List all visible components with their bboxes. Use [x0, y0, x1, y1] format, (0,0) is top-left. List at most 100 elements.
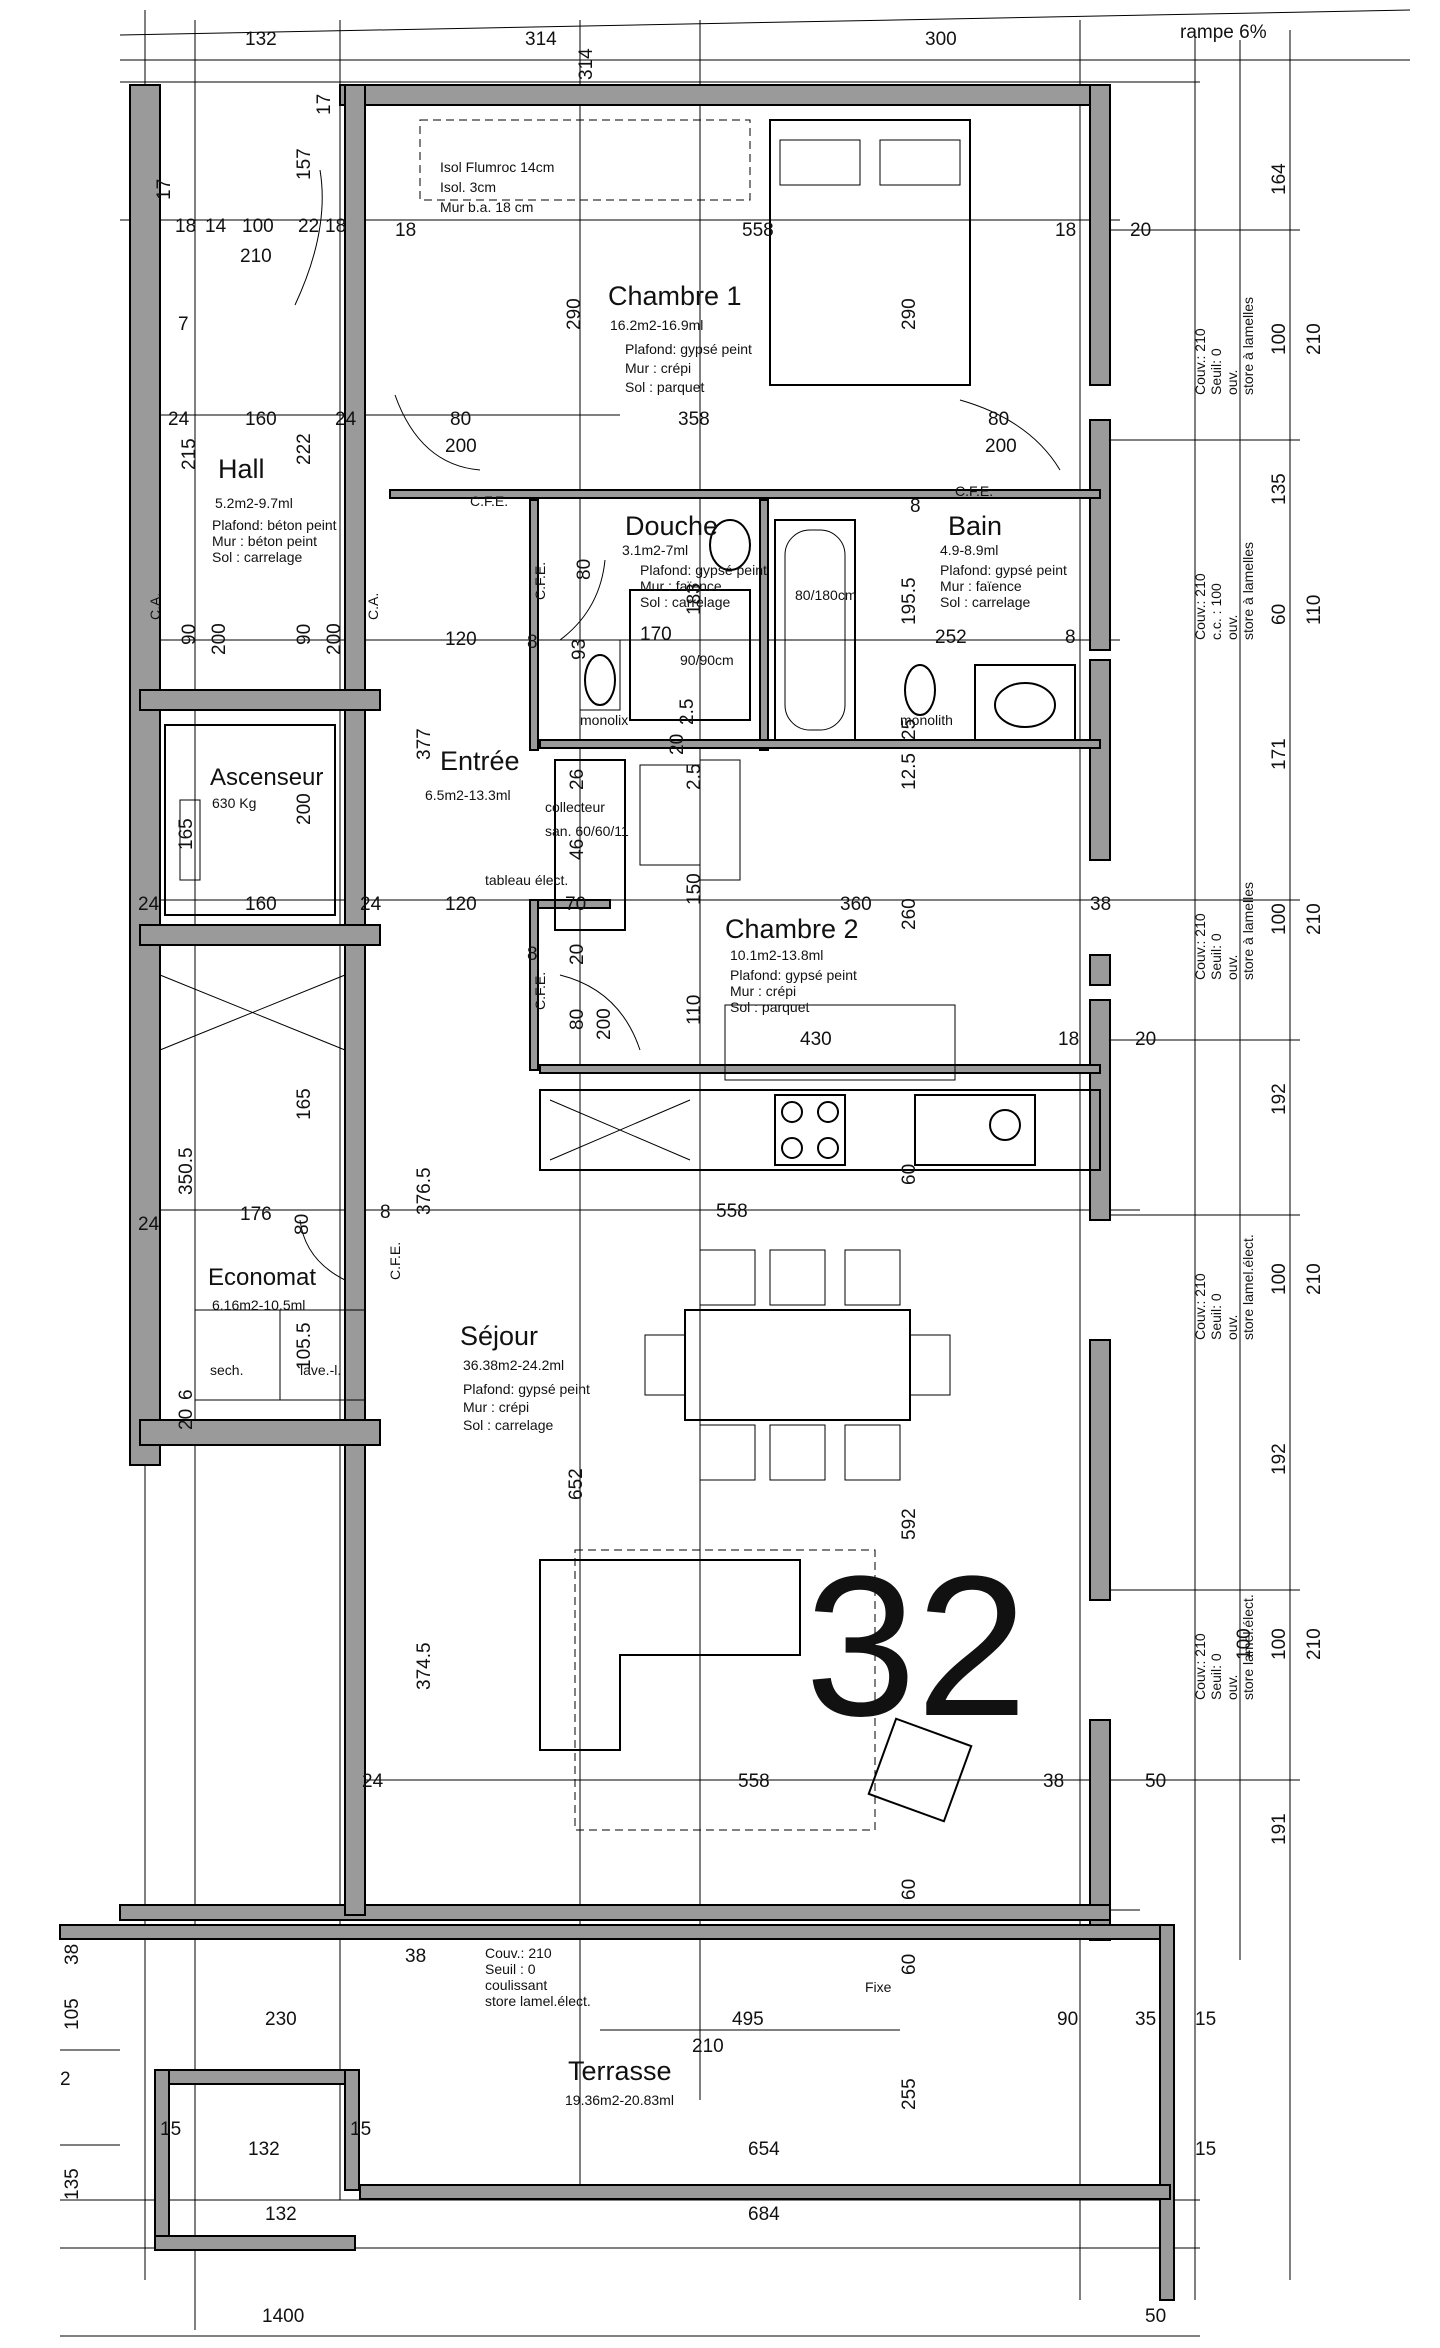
furniture: [159, 119, 1101, 1906]
kitchen-sink: [914, 1094, 1036, 1166]
room-terrasse: Terrasse 19.36m2-20.83ml: [565, 2056, 674, 2108]
svg-text:195.5: 195.5: [899, 577, 920, 625]
svg-text:24: 24: [138, 894, 160, 915]
wc1-label: monolix: [580, 712, 628, 728]
room-bain: Bain 4.9-8.9ml Plafond: gypsé peint Mur …: [940, 511, 1067, 610]
room-name: Chambre 2: [725, 914, 859, 944]
dims-hall: 18 14 100 22 18 210 17 157 215 222 24 16…: [154, 94, 477, 655]
window-note-3: Couv.: 210 Seuil: 0 ouv. store à lamelle…: [1192, 882, 1256, 980]
room-line: Plafond: gypsé peint: [463, 1381, 590, 1397]
svg-text:200: 200: [324, 623, 345, 655]
room-area: 6.5m2-13.3ml: [425, 787, 511, 803]
svg-text:24: 24: [138, 1214, 160, 1235]
svg-text:430: 430: [800, 1029, 832, 1050]
svg-text:100: 100: [242, 216, 274, 237]
svg-text:24: 24: [335, 409, 357, 430]
svg-text:store lamel.élect.: store lamel.élect.: [485, 1993, 591, 2009]
room-line: Mur : faïence: [640, 578, 722, 594]
svg-text:120: 120: [445, 629, 477, 650]
sech-label: sech.: [210, 1362, 243, 1378]
svg-text:100: 100: [1234, 1628, 1255, 1660]
dims-ascenseur: 200 165 160 24 24: [138, 793, 382, 915]
svg-text:120: 120: [445, 894, 477, 915]
room-line: Sol : carrelage: [463, 1417, 553, 1433]
svg-text:105.5: 105.5: [294, 1322, 315, 1370]
svg-text:18: 18: [1058, 1029, 1079, 1050]
elevator-cabin: [164, 724, 336, 916]
svg-text:290: 290: [899, 298, 920, 330]
bathtub: [774, 519, 856, 741]
svg-text:374.5: 374.5: [414, 1642, 435, 1690]
svg-text:22: 22: [298, 216, 319, 237]
svg-text:8: 8: [380, 1202, 391, 1223]
svg-text:215: 215: [179, 438, 200, 470]
dims-chambre1: 558 290 290 358 80 200 80 200 18 18 20: [395, 220, 1151, 457]
svg-text:60: 60: [899, 1879, 920, 1900]
svg-text:38: 38: [1043, 1771, 1064, 1792]
svg-text:558: 558: [716, 1201, 748, 1222]
svg-text:20: 20: [667, 734, 688, 755]
kitchen-counter: [539, 1089, 1101, 1171]
ramp-label: rampe 6%: [1180, 22, 1267, 43]
svg-text:100: 100: [1269, 1628, 1290, 1660]
svg-text:200: 200: [985, 436, 1017, 457]
svg-text:200: 200: [294, 793, 315, 825]
tableau-label: tableau élect.: [485, 872, 568, 888]
dims-right: 164 210 135 110 171 210 192 210 192 210 …: [1234, 163, 1325, 1845]
svg-text:ouv.: ouv.: [1224, 955, 1240, 980]
svg-text:coulissant: coulissant: [485, 1977, 547, 1993]
dims-douche: 80 170 183 93 2.5 8 20 8: [527, 496, 921, 755]
svg-text:210: 210: [1304, 323, 1325, 355]
svg-text:100: 100: [1269, 903, 1290, 935]
svg-text:210: 210: [240, 246, 272, 267]
room-area: 36.38m2-24.2ml: [463, 1357, 564, 1373]
room-line: Mur : crépi: [625, 360, 691, 376]
room-area: 4.9-8.9ml: [940, 542, 998, 558]
svg-text:150: 150: [684, 873, 705, 905]
svg-text:20: 20: [567, 944, 588, 965]
room-area: 10.1m2-13.8ml: [730, 947, 823, 963]
cfe-label: C.F.E.: [532, 562, 548, 600]
svg-text:24: 24: [360, 894, 382, 915]
svg-text:2.5: 2.5: [684, 764, 705, 790]
svg-text:20: 20: [1130, 220, 1151, 241]
svg-text:Couv.: 210: Couv.: 210: [1192, 913, 1208, 980]
svg-text:15: 15: [160, 2119, 181, 2140]
svg-text:Seuil: 0: Seuil: 0: [1208, 933, 1224, 980]
svg-text:store lamel.élect.: store lamel.élect.: [1240, 1594, 1256, 1700]
svg-text:8: 8: [527, 632, 538, 653]
collecteur-label: collecteur: [545, 799, 605, 815]
svg-text:17: 17: [314, 94, 335, 115]
room-area: 3.1m2-7ml: [622, 542, 688, 558]
svg-text:store à lamelles: store à lamelles: [1240, 542, 1256, 640]
svg-text:35: 35: [1135, 2009, 1156, 2030]
svg-text:Seuil : 0: Seuil : 0: [485, 1961, 536, 1977]
svg-text:654: 654: [748, 2139, 780, 2160]
room-line: Sol : carrelage: [940, 594, 1030, 610]
room-chambre2: Chambre 2 10.1m2-13.8ml Plafond: gypsé p…: [725, 914, 859, 1015]
fixe-label: Fixe: [865, 1979, 892, 1995]
svg-text:90: 90: [1057, 2009, 1078, 2030]
collecteur-label-2: san. 60/60/11: [545, 823, 629, 839]
svg-text:38: 38: [62, 1944, 83, 1965]
svg-text:314: 314: [576, 48, 597, 80]
svg-text:176: 176: [240, 1204, 272, 1225]
svg-text:165: 165: [294, 1088, 315, 1120]
svg-text:110: 110: [1304, 595, 1325, 625]
svg-text:165: 165: [176, 818, 197, 850]
svg-text:70: 70: [565, 894, 586, 915]
svg-text:160: 160: [245, 409, 277, 430]
svg-text:15: 15: [350, 2119, 371, 2140]
svg-text:93: 93: [569, 639, 590, 660]
svg-text:160: 160: [245, 894, 277, 915]
svg-text:192: 192: [1269, 1083, 1290, 1115]
svg-text:38: 38: [405, 1946, 426, 1967]
svg-text:100: 100: [1269, 323, 1290, 355]
svg-text:200: 200: [445, 436, 477, 457]
room-line: Mur : crépi: [463, 1399, 529, 1415]
lave-label: lave.-l.: [300, 1362, 341, 1378]
svg-text:255: 255: [899, 2078, 920, 2110]
svg-text:252: 252: [935, 627, 967, 648]
wall-note-3: Mur b.a. 18 cm: [440, 199, 533, 215]
room-douche: Douche 3.1m2-7ml Plafond: gypsé peint Mu…: [622, 511, 767, 610]
